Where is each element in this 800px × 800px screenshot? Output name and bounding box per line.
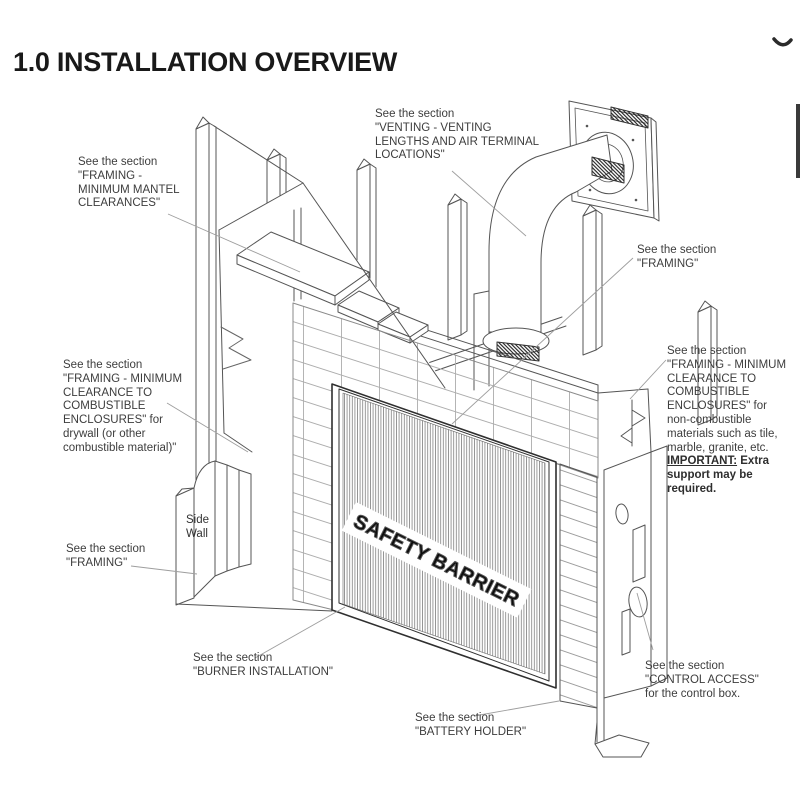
callout-mantel-clearances: See the section "FRAMING - MINIMUM MANTE… [78,156,180,210]
callout-battery-holder: See the section "BATTERY HOLDER" [415,712,527,738]
terminal-grille [591,156,625,184]
callout-control-access: See the section "CONTROL ACCESS" for the… [645,660,759,700]
cropped-glyph-fragment [772,37,793,47]
callout-framing-left: See the section "FRAMING" [66,543,146,569]
drywall-edge-line [302,182,446,389]
callout-framing-right: See the section "FRAMING" [637,244,717,270]
callout-clearance-noncombustible-text: See the section "FRAMING - MINIMUM CLEAR… [667,345,787,454]
vent-pipe [488,134,613,333]
leader-lines [130,170,667,717]
important-text: Extra support may be required. [667,455,770,495]
mantel-shelf [236,231,429,344]
fireplace-screen: SAFETY BARRIER [331,383,557,689]
louver-column [559,463,598,743]
callout-clearance-noncombustible: See the section "FRAMING - MINIMUM CLEAR… [667,345,799,497]
side-wall [175,460,252,606]
cabinet-right-side [594,388,668,758]
base-foot [594,734,650,758]
page-title: 1.0 INSTALLATION OVERVIEW [13,47,398,77]
important-label: IMPORTANT: [667,455,738,468]
callout-venting: See the section "VENTING - VENTING LENGT… [375,108,540,162]
callout-burner-installation: See the section "BURNER INSTALLATION" [193,652,334,678]
callout-clearance-combustible: See the section "FRAMING - MINIMUM CLEAR… [63,359,183,454]
floor-line [175,603,333,612]
mounting-bracket [620,399,646,447]
side-wall-label: Side Wall [186,514,210,540]
page-edge-fragment [796,104,800,178]
control-openings [615,503,648,656]
